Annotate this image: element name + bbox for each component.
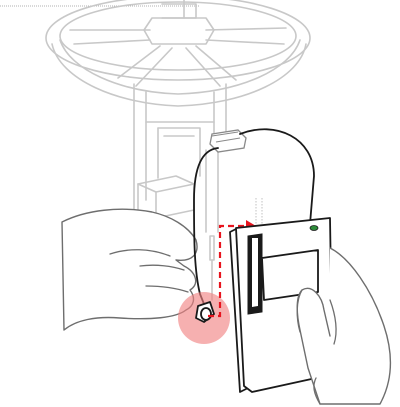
handwheel [46,0,310,106]
status-light-icon [310,226,318,231]
left-hand [62,209,197,330]
